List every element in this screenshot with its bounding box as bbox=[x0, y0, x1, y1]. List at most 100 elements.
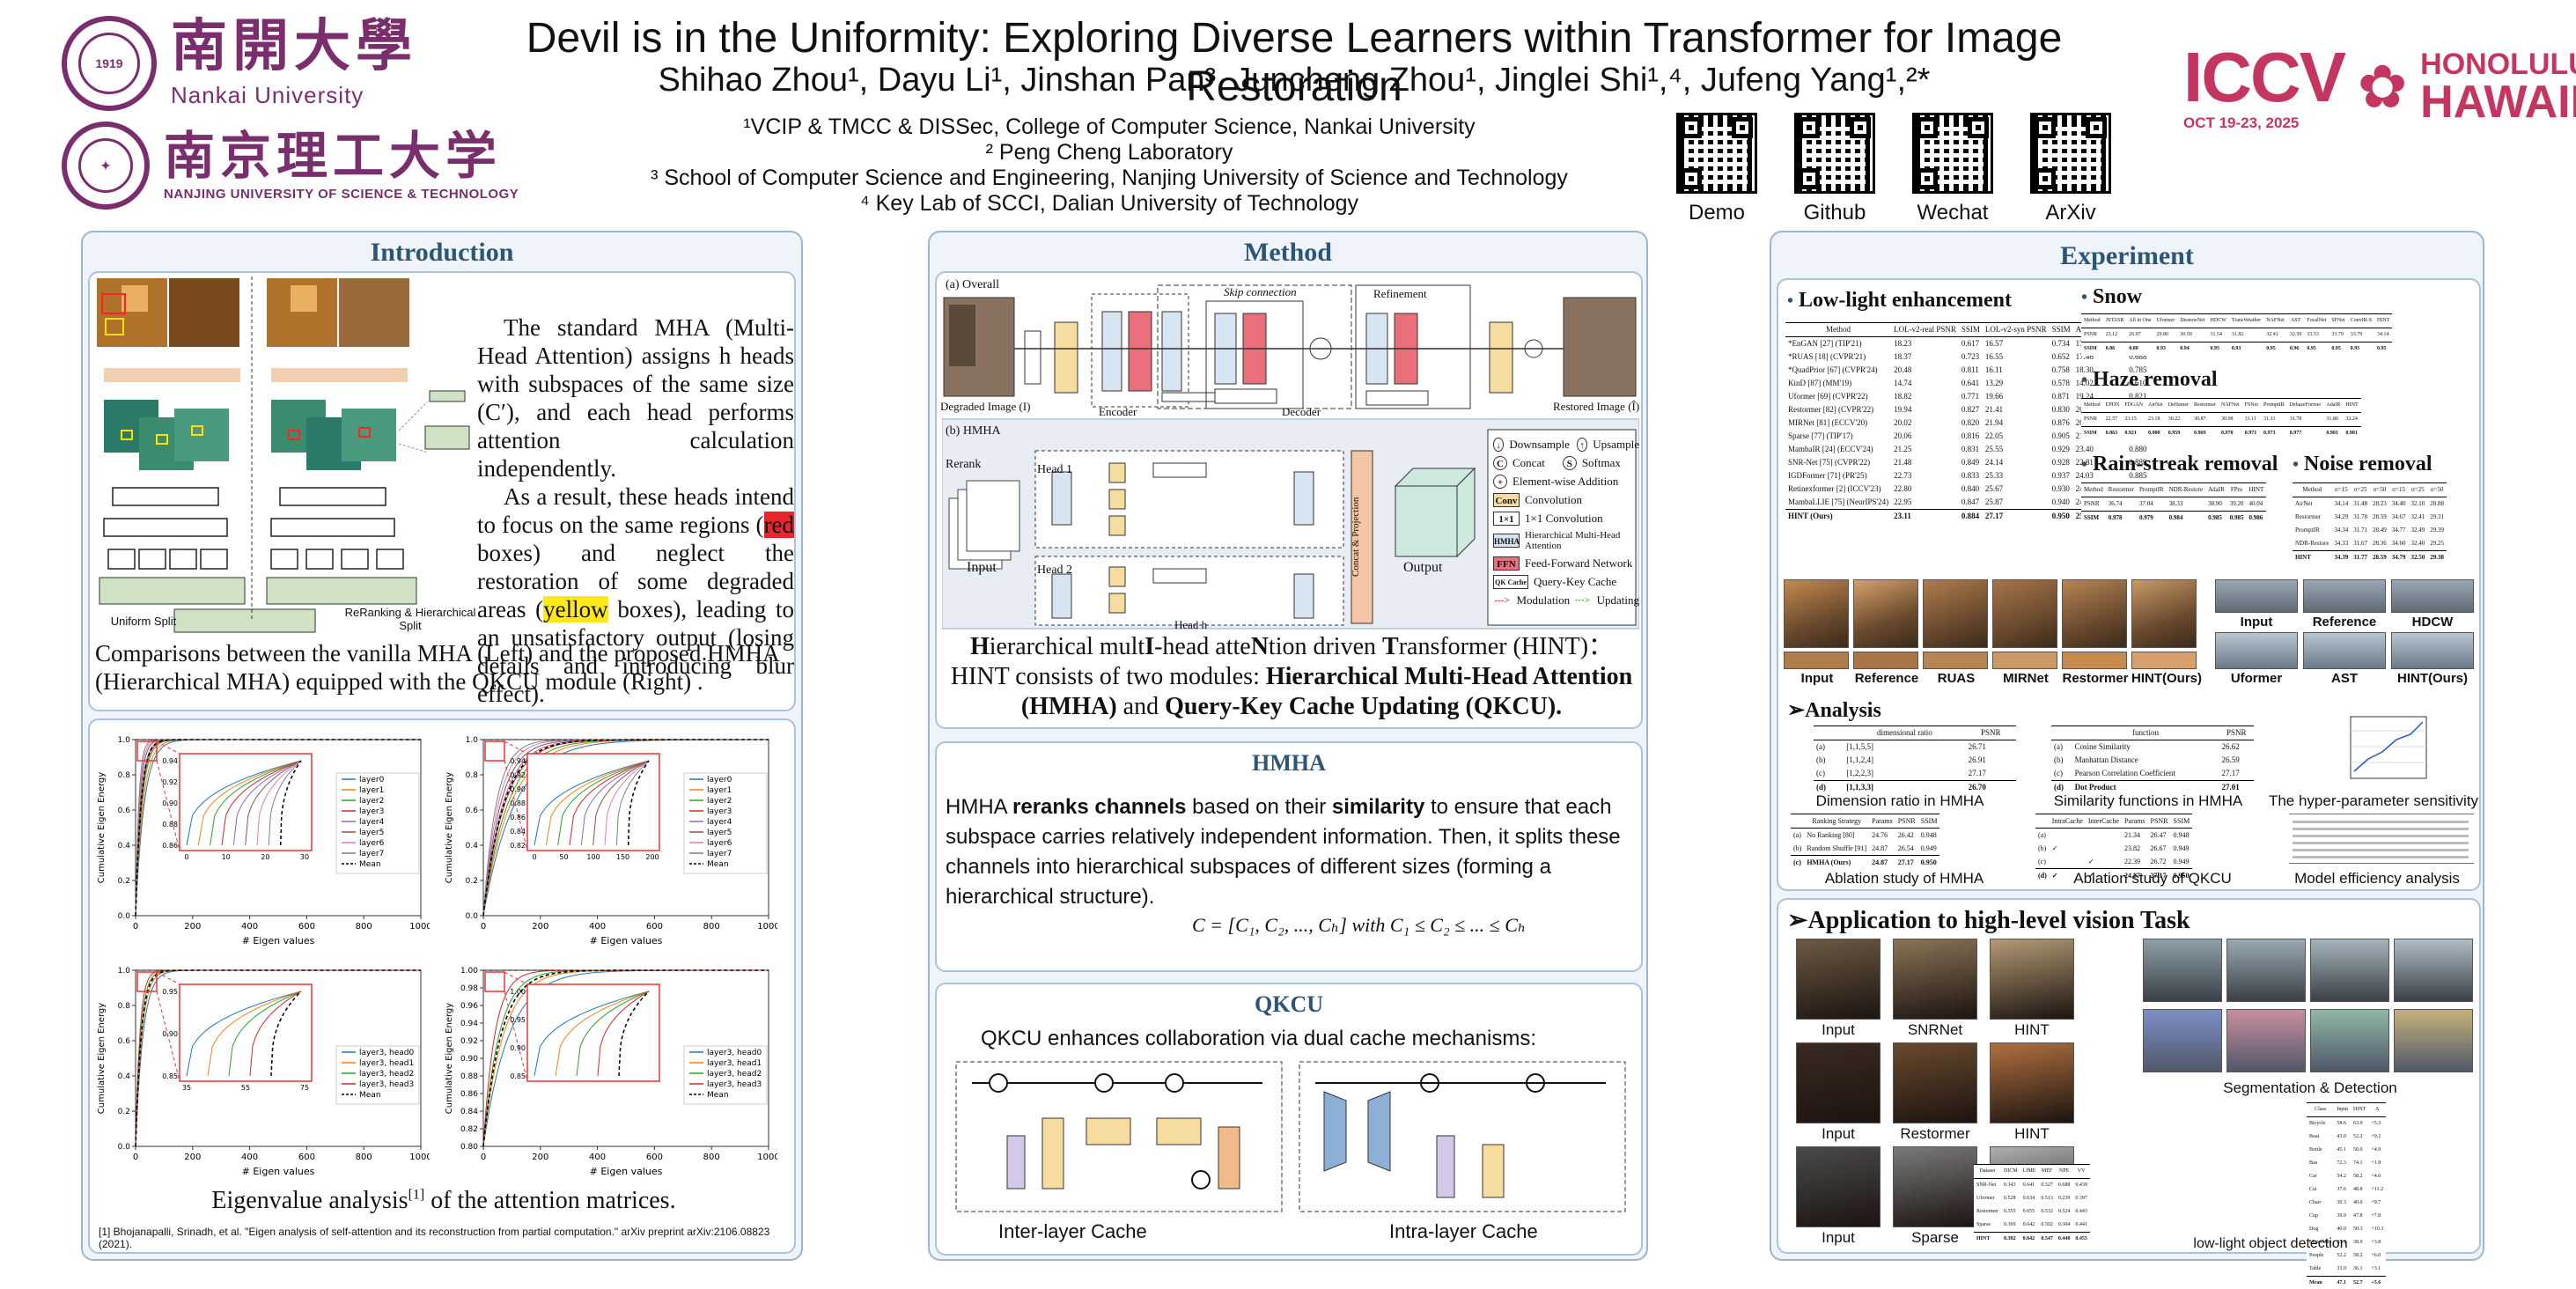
table-cell: 0.93 bbox=[2228, 342, 2264, 356]
table-cell: 0.871 bbox=[2051, 392, 2070, 401]
table-cell: 32.40 bbox=[2410, 540, 2425, 547]
table-header: TransWeather bbox=[2228, 313, 2264, 328]
table-cell: ✓ bbox=[2049, 868, 2086, 882]
table-cell: 31.31 bbox=[2263, 416, 2276, 422]
table-cell: 0.876 bbox=[2051, 418, 2070, 427]
table-cell: 19.94 bbox=[1894, 405, 1912, 414]
legend-label: layer3, head2 bbox=[707, 1070, 762, 1079]
x-tick-label: 600 bbox=[298, 922, 315, 932]
table-cell: (b) bbox=[1816, 755, 1826, 764]
table-cell: 0.448 bbox=[2055, 1232, 2073, 1246]
table-cell: 30.22 bbox=[2168, 416, 2181, 422]
table-cell: 20.48 bbox=[1894, 365, 1912, 374]
table-cell: PSNR bbox=[2084, 500, 2100, 507]
table-cell: (d) bbox=[1814, 780, 1844, 794]
table-cell: 0.610 bbox=[2129, 379, 2147, 387]
table-cell: 32.24 bbox=[2345, 416, 2358, 422]
table-cell: 0.969 bbox=[2191, 426, 2219, 440]
table-cell: HMHA (Ours) bbox=[1804, 855, 1870, 869]
qr-demo[interactable]: Demo bbox=[1673, 113, 1761, 225]
table-cell: 50.3 bbox=[2353, 1226, 2363, 1232]
table-header: PromptIR bbox=[2261, 398, 2287, 413]
table-cell: 32.49 bbox=[2410, 527, 2425, 534]
segmentation-image bbox=[2394, 1009, 2473, 1072]
rain-heading: •Rain-streak removal bbox=[2081, 453, 2278, 475]
inset-series-line bbox=[249, 991, 302, 1077]
table-header: ConvIR-S bbox=[2347, 313, 2375, 328]
table-header: Class bbox=[2307, 1102, 2335, 1117]
table-cell: MIRNet [81] (ECCV'20) bbox=[1788, 418, 1868, 427]
table-cell: 26.67 bbox=[2150, 844, 2167, 852]
table-cell: 39.0 bbox=[2337, 1213, 2346, 1219]
table-cell: 27.17 bbox=[1895, 855, 1918, 869]
table-cell: 14.02 bbox=[2075, 379, 2094, 387]
qr-code-icon bbox=[1676, 113, 1757, 194]
inset-x-tick-label: 100 bbox=[586, 853, 600, 861]
table-cell: 34.79 bbox=[2388, 550, 2409, 564]
table-cell: 28.88 bbox=[2430, 500, 2444, 507]
table-cell: 47.8 bbox=[2353, 1213, 2363, 1219]
y-tick-label: 0.2 bbox=[466, 877, 478, 886]
table-cell: 33.79 bbox=[2331, 332, 2344, 337]
table-cell: 31.77 bbox=[2351, 550, 2370, 564]
table-cell: 25.87 bbox=[1984, 497, 2004, 506]
table-header: σ=25 bbox=[2351, 482, 2370, 497]
intro-para-2: As a result, these heads intend to focus… bbox=[477, 483, 794, 707]
table-cell: 43.0 bbox=[2337, 1134, 2346, 1139]
y-tick-label: 0.0 bbox=[118, 912, 131, 921]
table-cell: 0.984 bbox=[2166, 511, 2206, 525]
table-cell: 0.641 bbox=[1961, 379, 1980, 387]
table-cell: 22.05 bbox=[1984, 431, 2004, 440]
sim-caption: Similarity functions in HMHA bbox=[2053, 792, 2243, 809]
poster-authors: Shihao Zhou¹, Dayu Li¹, Jinshan Pan³, Ju… bbox=[658, 62, 1931, 99]
inset-y-tick-label: 0.85 bbox=[510, 1072, 526, 1080]
table-cell: 35.1 bbox=[2337, 1240, 2346, 1245]
table-cell: 52.7 bbox=[2351, 1276, 2369, 1289]
zoom-connector bbox=[504, 740, 528, 755]
table-cell: 32.41 bbox=[2266, 332, 2278, 337]
legend-label: layer3, head3 bbox=[707, 1080, 762, 1089]
table-cell: 27.17 bbox=[1982, 509, 2050, 523]
qr-wechat[interactable]: Wechat bbox=[1909, 113, 1997, 225]
thumbnail-label: AST bbox=[2331, 671, 2358, 686]
table-cell: SSIM bbox=[2081, 342, 2103, 356]
lowlight-heading: •Low-light enhancement bbox=[1787, 289, 2013, 312]
inset-y-tick-label: 0.95 bbox=[510, 1016, 526, 1024]
thumbnail-label: Restormer bbox=[2062, 671, 2129, 686]
table-cell: 37.6 bbox=[2337, 1187, 2346, 1192]
table-cell: People bbox=[2309, 1253, 2324, 1258]
table-cell: 0.937 bbox=[2051, 471, 2070, 480]
qr-github[interactable]: Github bbox=[1791, 113, 1879, 225]
legend-label: Mean bbox=[359, 1091, 381, 1100]
inset-series-line bbox=[270, 991, 302, 1077]
table-cell: 28.59 bbox=[2373, 513, 2387, 520]
table-cell: 0.979 bbox=[2136, 511, 2167, 525]
table-cell: 0.304 bbox=[2057, 1222, 2071, 1227]
experiment-panel: Experiment •Low-light enhancement Method… bbox=[1770, 231, 2484, 1289]
inset-series-line bbox=[534, 760, 650, 846]
intro-para-1: The standard MHA (Multi-Head Attention) … bbox=[477, 314, 794, 482]
legend-label: layer5 bbox=[707, 829, 732, 837]
table-cell: 28.49 bbox=[2373, 527, 2387, 534]
table-cell: 0.785 bbox=[2129, 365, 2147, 374]
table-cell: 0.921 bbox=[2122, 426, 2146, 440]
table-cell: 0.443 bbox=[2075, 1209, 2087, 1214]
table-cell: Random Shuffle [91] bbox=[1807, 844, 1867, 852]
zoom-connector bbox=[156, 740, 180, 755]
legend-label: layer5 bbox=[359, 829, 384, 837]
inset-y-tick-label: 0.94 bbox=[510, 757, 526, 765]
qr-arxiv[interactable]: ArXiv bbox=[2027, 113, 2115, 225]
